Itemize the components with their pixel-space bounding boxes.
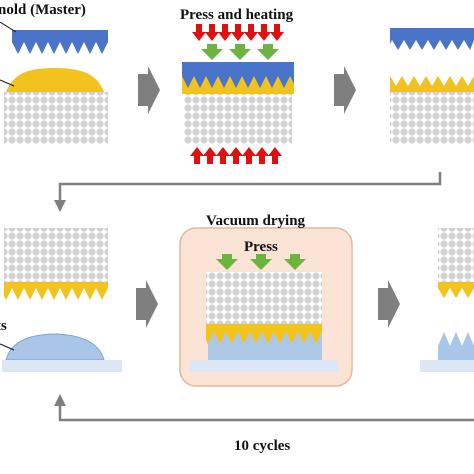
polymer-solution-droplet [5,333,105,361]
porous-substrate [438,228,474,282]
target-substrate [420,360,474,372]
step-replica-result [420,228,474,372]
label-press: Press [244,239,278,255]
pointer-line [0,343,15,351]
label-mold-master: nold (Master) [0,2,86,18]
step-mold-and-resin [0,21,108,144]
step-demold [390,28,474,144]
step-press-and-heating [182,24,294,164]
mold-master [12,30,108,54]
process-arrow-right [378,280,400,328]
porous-substrate [184,94,292,144]
label-cycles: 10 cycles [234,438,290,454]
cycle-loop-arrow [54,394,474,422]
porous-substrate [4,228,108,282]
press-arrows-red-bottom [190,147,282,164]
mold-master [390,28,474,50]
porous-substrate [4,92,108,144]
press-arrows-red-top [192,24,284,41]
process-arrow-right [334,66,356,114]
step-flip-replica [0,228,122,372]
label-vacuum-drying: Vacuum drying [206,213,306,229]
porous-substrate [206,272,322,324]
loop-connector-arrow [54,172,442,212]
process-arrow-right [136,280,158,328]
replicated-resin-pattern [438,282,474,298]
target-substrate [190,360,338,372]
polymer-solution-layer [208,332,322,360]
porous-substrate [390,92,474,144]
polymer-replica-pattern [438,332,474,360]
step-vacuum-drying [190,254,338,372]
target-substrate [2,360,122,372]
press-arrows-green-top [201,44,279,60]
label-press-heating: Press and heating [180,7,294,23]
mold-teeth [182,76,294,88]
resin-droplet [6,68,104,92]
replicated-resin-pattern [4,282,108,300]
pointer-line [0,79,15,87]
replicated-resin-pattern [390,76,474,92]
replicated-resin-pattern [206,324,322,344]
press-arrows-green [216,254,306,270]
process-arrow-right [138,66,160,114]
label-partial-left: ts [0,318,7,334]
mold-master [182,62,294,76]
pointer-line [0,21,17,33]
